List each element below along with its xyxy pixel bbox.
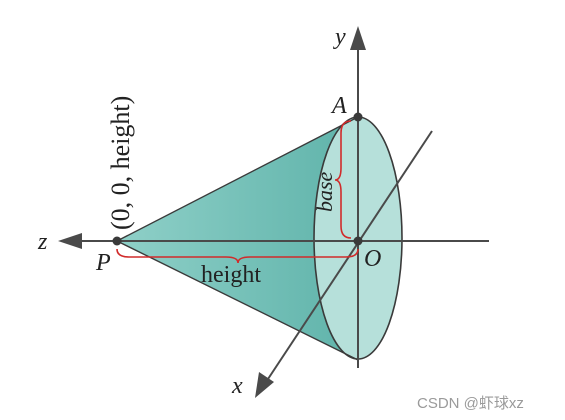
- y-axis-label: y: [333, 24, 346, 50]
- apex-coordinates-label: (0, 0, height): [106, 96, 135, 230]
- cone-lower-edge: [116, 240, 359, 361]
- cone-upper-edge: [116, 116, 359, 242]
- z-axis-label: z: [37, 229, 48, 255]
- y-axis-arrow: [350, 26, 366, 50]
- point-o-label: O: [364, 246, 381, 272]
- x-axis-label: x: [231, 373, 243, 399]
- x-axis-arrow: [255, 372, 274, 398]
- point-p-label: P: [95, 250, 111, 276]
- watermark: CSDN @虾球xz: [417, 395, 524, 412]
- x-axis-line: [267, 130, 433, 380]
- point-a-label: A: [330, 93, 347, 119]
- base-label: base: [312, 171, 337, 212]
- point-p: [112, 236, 122, 246]
- z-axis-arrow: [58, 233, 82, 249]
- base-brace: [334, 120, 352, 239]
- height-brace: [116, 248, 359, 264]
- point-o: [353, 236, 363, 246]
- height-label: height: [201, 262, 261, 288]
- cone-surface: [117, 117, 358, 360]
- point-a: [353, 112, 363, 122]
